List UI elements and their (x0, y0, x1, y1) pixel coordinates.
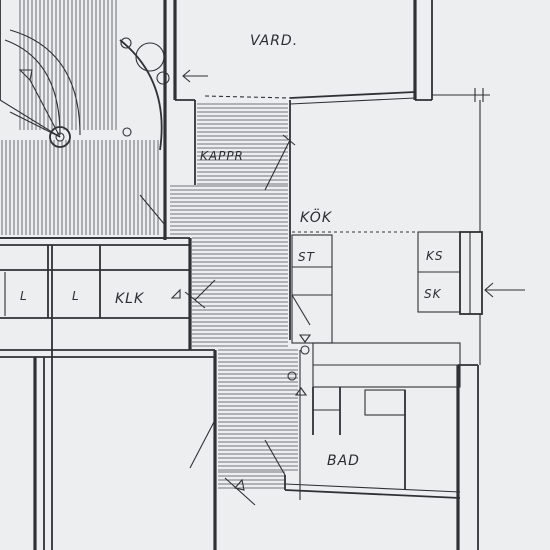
hall-kappr: KAPPR (170, 100, 298, 489)
room-vard: VARD. (173, 0, 490, 105)
unit-label-ks: KS (426, 249, 444, 263)
curved-stair-area (0, 0, 195, 240)
room-label-kappr: KAPPR (200, 149, 244, 163)
hall-lower (189, 235, 312, 506)
door-swing-icon (170, 288, 181, 299)
unit-label-sk: SK (424, 287, 442, 301)
unit-label-st: ST (298, 250, 316, 264)
room-label-bad: BAD (327, 453, 360, 469)
lower-left-rooms (33, 245, 217, 550)
unit-label-l2: L (72, 289, 80, 303)
unit-label-l1: L (20, 289, 28, 303)
room-kok: KÖK ST KS SK (291, 100, 483, 388)
room-bad: BAD (284, 314, 481, 550)
room-label-vard: VARD. (250, 33, 298, 49)
entry-arrow-icon (182, 69, 208, 83)
room-klk: L L KLK (0, 237, 216, 358)
room-label-kok: KÖK (300, 208, 333, 226)
entry-arrow-icon (484, 282, 525, 298)
room-label-klk: KLK (115, 291, 145, 307)
spiral-stair-icon (49, 126, 71, 148)
